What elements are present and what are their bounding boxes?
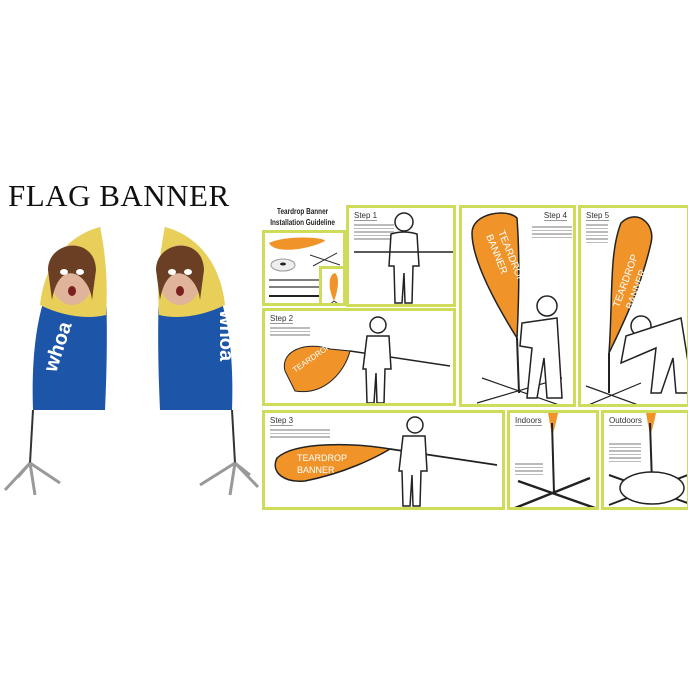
indoors-label: Indoors	[515, 416, 542, 426]
step4-label: Step 4	[543, 211, 567, 221]
step5-label: Step 5	[586, 211, 610, 221]
assembled-banner-thumbnail	[319, 266, 346, 306]
outdoors-instructions	[609, 443, 641, 464]
step2-panel: Step 2 TEARDROP	[262, 308, 456, 406]
step4-instructions	[532, 226, 572, 240]
flag-banners-illustration: whoa whoa	[3, 227, 260, 496]
step1-label: Step 1	[354, 211, 378, 221]
step5-panel: Step 5 TEARDROP BANNER	[578, 205, 688, 407]
step2-instructions	[270, 327, 310, 338]
flag-right: whoa	[156, 227, 260, 496]
step3-banner-text1: TEARDROP	[297, 453, 347, 463]
page-title: FLAG BANNER	[8, 178, 230, 213]
guide-title-line2: Installation Guideline	[270, 217, 335, 227]
step3-banner-text2: BANNER	[297, 465, 335, 475]
step2-label: Step 2	[270, 314, 294, 324]
flag-left: whoa	[3, 227, 107, 496]
indoors-instructions	[515, 463, 543, 477]
outdoors-panel: Outdoors	[601, 410, 688, 510]
flag-right-text: whoa	[215, 309, 237, 362]
step3-instructions	[270, 429, 330, 440]
step5-instructions	[586, 224, 608, 245]
step1-instructions	[354, 224, 394, 242]
step3-label: Step 3	[270, 416, 294, 426]
step1-panel: Step 1	[346, 205, 456, 307]
guide-title: Teardrop Banner Installation Guideline	[261, 207, 344, 228]
indoors-panel: Indoors	[507, 410, 599, 510]
outdoors-label: Outdoors	[609, 416, 642, 426]
step4-panel: Step 4 BANNER TEARDROP	[459, 205, 576, 407]
guide-title-line1: Teardrop Banner	[277, 207, 329, 216]
step3-panel: Step 3 TEARDROP BANNER	[262, 410, 505, 510]
